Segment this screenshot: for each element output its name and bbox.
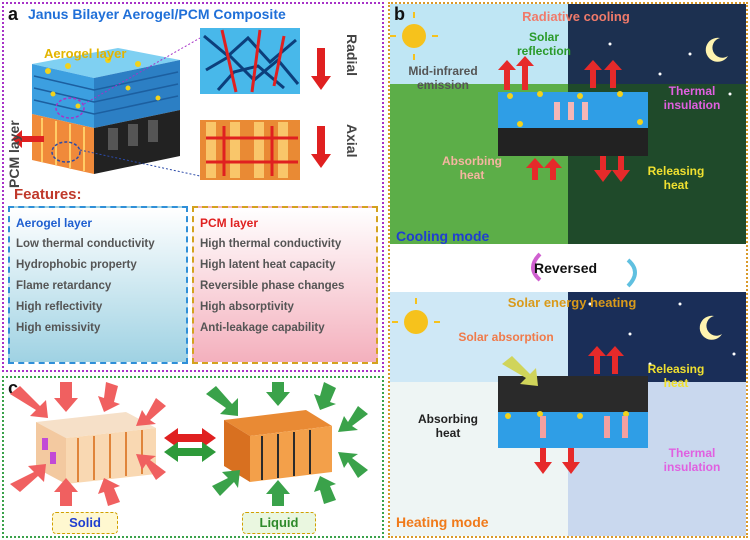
pcm-layer-label: PCM layer [6, 120, 22, 188]
cooling-releasing-heat-label: Releasing heat [647, 164, 705, 192]
pcm-feature: High latent heat capacity [200, 259, 336, 271]
panel-b [388, 2, 748, 538]
solar-absorption-label: Solar absorption [458, 330, 554, 344]
radial-arrow [311, 48, 331, 90]
heating-thermal-insulation-label: Thermal insulation [663, 446, 721, 474]
heating-releasing-heat-label: Releasing heat [647, 362, 705, 390]
pcm-feature: Reversible phase changes [200, 280, 345, 292]
cooling-mode-label: Cooling mode [396, 228, 490, 244]
pcm-left-arrow [12, 130, 44, 148]
pcm-box-header: PCM layer [200, 216, 259, 230]
pcm-feature: High absorptivity [200, 301, 294, 313]
radial-label: Radial [344, 34, 360, 77]
aerogel-box-header: Aerogel layer [16, 216, 93, 230]
cooling-pcm-slab [498, 128, 648, 156]
winter-day-sky [390, 292, 568, 382]
radiative-cooling-label: Radiative cooling [522, 9, 630, 24]
pcm-feature: High thermal conductivity [200, 238, 342, 250]
aerogel-top-face [32, 48, 180, 78]
cooling-absorbing-heat-label: Absorbing heat [442, 154, 502, 182]
aerogel-feature: Low thermal conductivity [16, 238, 155, 250]
heating-absorbing-heat-label: Absorbing heat [418, 412, 478, 440]
heating-mode-label: Heating mode [396, 514, 489, 530]
night-sky [568, 4, 746, 84]
axial-arrow [311, 126, 331, 168]
phase-change-illustration [10, 382, 368, 506]
pcm-front-face [32, 114, 94, 174]
features-title: Features: [14, 186, 82, 203]
reversed-label: Reversed [534, 260, 598, 276]
mid-infrared-label: Mid-infrared emission [408, 64, 478, 92]
panel-a-letter: a [8, 4, 19, 24]
aerogel-front-face [32, 64, 94, 128]
cooling-thermal-insulation-label: Thermal insulation [663, 84, 721, 112]
solid-label: Solid [52, 512, 118, 534]
pcm-feature: Anti-leakage capability [200, 322, 325, 334]
panel-a [2, 2, 384, 372]
panel-b-letter: b [394, 4, 405, 24]
solar-energy-heating-label: Solar energy heating [507, 295, 637, 310]
composite-illustration [12, 28, 331, 180]
aerogel-feature: Hydrophobic property [16, 259, 137, 271]
panel-c [2, 376, 384, 538]
aerogel-layer-label: Aerogel layer [44, 46, 127, 61]
liquid-label: Liquid [242, 512, 316, 534]
pcm-feature-box: PCM layer High thermal conductivity High… [192, 206, 378, 364]
aerogel-feature-box: Aerogel layer Low thermal conductivity H… [8, 206, 188, 364]
aerogel-side-face [94, 60, 180, 128]
panel-c-letter: c [8, 378, 19, 398]
axial-label: Axial [344, 124, 360, 158]
panel-a-title: Janus Bilayer Aerogel/PCM Composite [28, 6, 286, 22]
aerogel-feature: High emissivity [16, 322, 101, 334]
heating-pcm-slab [498, 376, 648, 412]
scene-illustration [390, 4, 746, 536]
aerogel-feature: High reflectivity [16, 301, 103, 313]
solar-reflection-label: Solar reflection [516, 30, 571, 58]
aerogel-feature: Flame retardancy [16, 280, 112, 292]
